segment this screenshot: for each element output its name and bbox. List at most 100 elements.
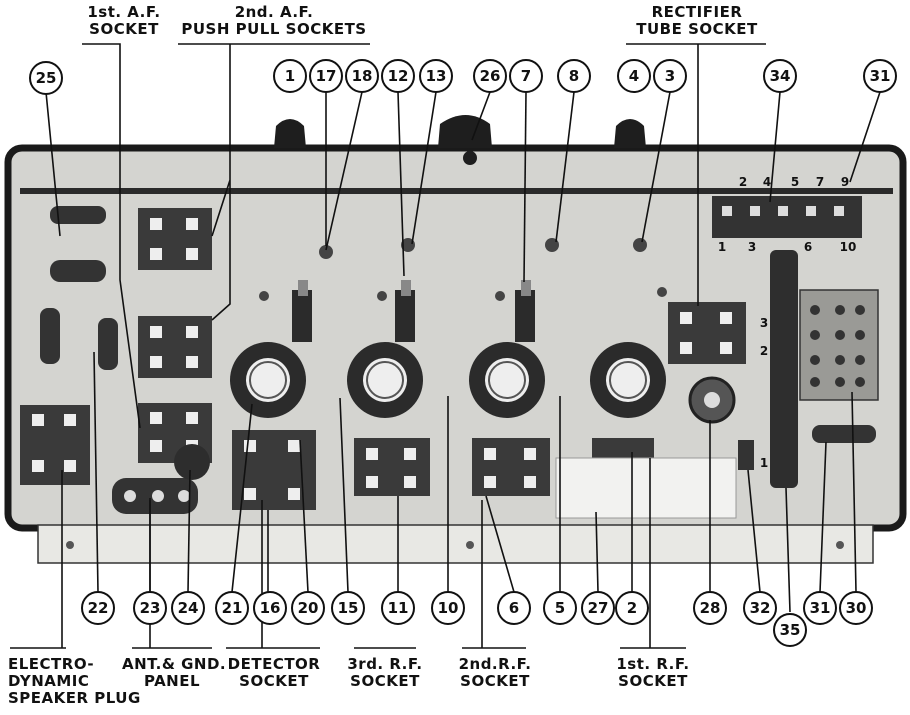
callout-bottom-number-22: 22 bbox=[88, 599, 109, 617]
callout-bottom-circle-2 bbox=[615, 591, 649, 625]
callout-bottom-circle-6 bbox=[497, 591, 531, 625]
callout-top-number-3: 3 bbox=[665, 67, 675, 85]
label-detector-line1: DETECTOR bbox=[227, 655, 321, 673]
callout-top-number-25: 25 bbox=[36, 69, 57, 87]
callout-bottom-circle-22 bbox=[81, 591, 115, 625]
label-second-rf: 2nd.R.F. SOCKET bbox=[450, 656, 540, 690]
leader-first-rf bbox=[620, 458, 686, 649]
mounting-screws bbox=[259, 238, 667, 301]
knob-26 bbox=[438, 115, 492, 148]
callout-top-circle-25 bbox=[29, 61, 63, 95]
label-ant-gnd: ANT.& GND. PANEL bbox=[122, 655, 227, 690]
left-terminal-blocks bbox=[40, 206, 118, 370]
terminal-numbers: 2 4 5 7 9 1 3 6 10 3 2 1 bbox=[718, 175, 857, 470]
callout-bottom-circle-28 bbox=[693, 591, 727, 625]
label-second-af-line1: 2nd. A.F. bbox=[234, 3, 314, 21]
knob-26-screw bbox=[463, 151, 477, 165]
callout-bottom-number-6: 6 bbox=[509, 599, 519, 617]
callout-bottom-circle-10 bbox=[431, 591, 465, 625]
term-top-0: 2 bbox=[739, 175, 747, 189]
binding-post-24 bbox=[174, 444, 210, 480]
knob-1 bbox=[274, 119, 306, 148]
leader-second-af bbox=[178, 43, 370, 321]
callout-bottom-circle-27 bbox=[581, 591, 615, 625]
callout-bottom-circle-24 bbox=[171, 591, 205, 625]
term-top-3: 7 bbox=[816, 175, 824, 189]
callout-bottom-number-31: 31 bbox=[810, 599, 831, 617]
callout-top-number-26: 26 bbox=[480, 67, 501, 85]
top-knobs bbox=[274, 115, 646, 165]
callout-top-number-18: 18 bbox=[352, 67, 373, 85]
callout-top-circle-18 bbox=[345, 59, 379, 93]
callout-top-circle-17 bbox=[309, 59, 343, 93]
label-second-rf-line2: SOCKET bbox=[460, 672, 530, 690]
callout-top-circle-12 bbox=[381, 59, 415, 93]
third-rf-socket bbox=[354, 438, 430, 496]
callout-bottom-number-27: 27 bbox=[588, 599, 609, 617]
term-top-1: 4 bbox=[763, 175, 771, 189]
callout-bottom-number-10: 10 bbox=[438, 599, 459, 617]
callout-top-circle-26 bbox=[473, 59, 507, 93]
leader-speaker bbox=[10, 470, 66, 649]
label-first-af-line2: SOCKET bbox=[89, 20, 159, 38]
callout-top-circle-31 bbox=[863, 59, 897, 93]
callout-bottom-number-21: 21 bbox=[222, 599, 243, 617]
label-speaker-line2: DYNAMIC bbox=[8, 672, 90, 690]
callout-bottom-number-2: 2 bbox=[627, 599, 637, 617]
callout-top-number-17: 17 bbox=[316, 67, 337, 85]
callout-top-circle-8 bbox=[557, 59, 591, 93]
term-res-2: 1 bbox=[760, 456, 768, 470]
chassis bbox=[4, 144, 907, 564]
callout-top-number-8: 8 bbox=[569, 67, 579, 85]
callout-bottom-circle-15 bbox=[331, 591, 365, 625]
callout-bottom-number-5: 5 bbox=[555, 599, 565, 617]
terminal-strip bbox=[712, 196, 862, 238]
label-rectifier: RECTIFIER TUBE SOCKET bbox=[622, 4, 772, 38]
label-first-af-line1: 1st. A.F. bbox=[87, 3, 161, 21]
callout-bottom-number-23: 23 bbox=[140, 599, 161, 617]
second-rf-socket bbox=[472, 438, 550, 496]
callout-bottom-number-30: 30 bbox=[846, 599, 867, 617]
callout-bottom-circle-30 bbox=[839, 591, 873, 625]
callout-bottom-number-24: 24 bbox=[178, 599, 199, 617]
callout-top-circle-4 bbox=[617, 59, 651, 93]
callout-top-number-7: 7 bbox=[521, 67, 531, 85]
label-first-rf-line2: SOCKET bbox=[618, 672, 688, 690]
label-speaker-plug: ELECTRO- DYNAMIC SPEAKER PLUG bbox=[8, 655, 141, 707]
callout-bottom-number-28: 28 bbox=[700, 599, 721, 617]
label-second-rf-line1: 2nd.R.F. bbox=[458, 655, 532, 673]
callout-top-circle-7 bbox=[509, 59, 543, 93]
term-top-4: 9 bbox=[841, 175, 849, 189]
callout-bottom-circle-32 bbox=[743, 591, 777, 625]
leader-first-af bbox=[82, 43, 141, 429]
label-first-af: 1st. A.F. SOCKET bbox=[78, 4, 170, 38]
callout-top-circle-13 bbox=[419, 59, 453, 93]
term-bot-3: 10 bbox=[840, 240, 857, 254]
label-speaker-line3: SPEAKER PLUG bbox=[8, 689, 141, 707]
term-res-1: 2 bbox=[760, 344, 768, 358]
callout-bottom-circle-11 bbox=[381, 591, 415, 625]
label-second-af-line2: PUSH PULL SOCKETS bbox=[181, 20, 367, 38]
label-third-rf-line1: 3rd. R.F. bbox=[347, 655, 423, 673]
label-rectifier-line1: RECTIFIER bbox=[651, 3, 743, 21]
callout-bottom-circle-35 bbox=[773, 613, 807, 647]
term-res-0: 3 bbox=[760, 316, 768, 330]
label-third-rf-line2: SOCKET bbox=[350, 672, 420, 690]
callout-bottom-number-16: 16 bbox=[260, 599, 281, 617]
callout-bottom-circle-16 bbox=[253, 591, 287, 625]
callout-top-circle-3 bbox=[653, 59, 687, 93]
term-bot-0: 1 bbox=[718, 240, 726, 254]
condenser-detector bbox=[230, 280, 312, 418]
condenser-third-rf bbox=[347, 280, 423, 418]
label-speaker-line1: ELECTRO- bbox=[8, 655, 95, 673]
callout-bottom-circle-5 bbox=[543, 591, 577, 625]
term-bot-1: 3 bbox=[748, 240, 756, 254]
ant-gnd-panel bbox=[112, 444, 210, 514]
condenser-second-rf bbox=[469, 280, 545, 418]
label-ant-line1: ANT.& GND. bbox=[122, 655, 227, 673]
callout-top-number-4: 4 bbox=[629, 67, 639, 85]
callout-bottom-number-32: 32 bbox=[750, 599, 771, 617]
callout-top-circle-1 bbox=[273, 59, 307, 93]
